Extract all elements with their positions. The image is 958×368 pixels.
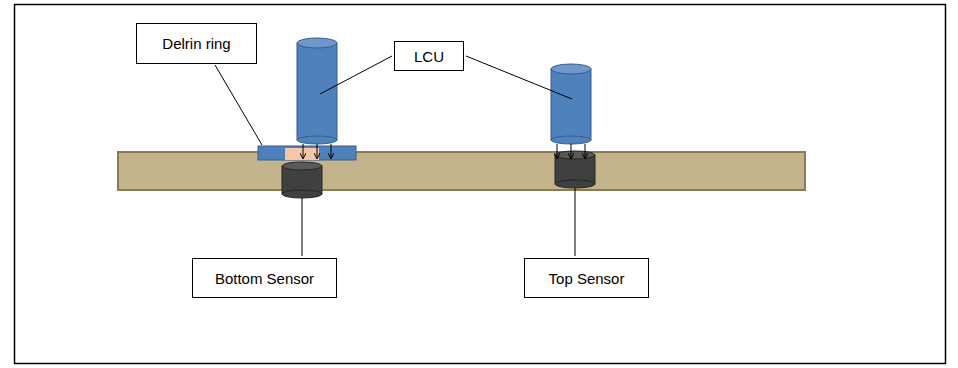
plate xyxy=(118,152,805,190)
leader-lines xyxy=(215,56,575,256)
label-text: LCU xyxy=(414,48,444,65)
force-arrows xyxy=(303,144,585,158)
bottom-sensor xyxy=(282,162,322,198)
lcu-cylinder xyxy=(551,64,591,144)
lcu-cylinder xyxy=(297,38,337,144)
label-text: Delrin ring xyxy=(162,35,230,52)
label-box: Bottom Sensor xyxy=(192,258,337,298)
top-sensor xyxy=(555,151,595,188)
label-box: Delrin ring xyxy=(136,23,257,64)
label-box: Top Sensor xyxy=(524,258,649,298)
label-box: LCU xyxy=(394,41,464,71)
frame xyxy=(15,5,946,364)
label-text: Top Sensor xyxy=(549,270,625,287)
delrin-ring xyxy=(258,146,356,160)
label-text: Bottom Sensor xyxy=(215,270,314,287)
ring-opening xyxy=(285,148,319,160)
